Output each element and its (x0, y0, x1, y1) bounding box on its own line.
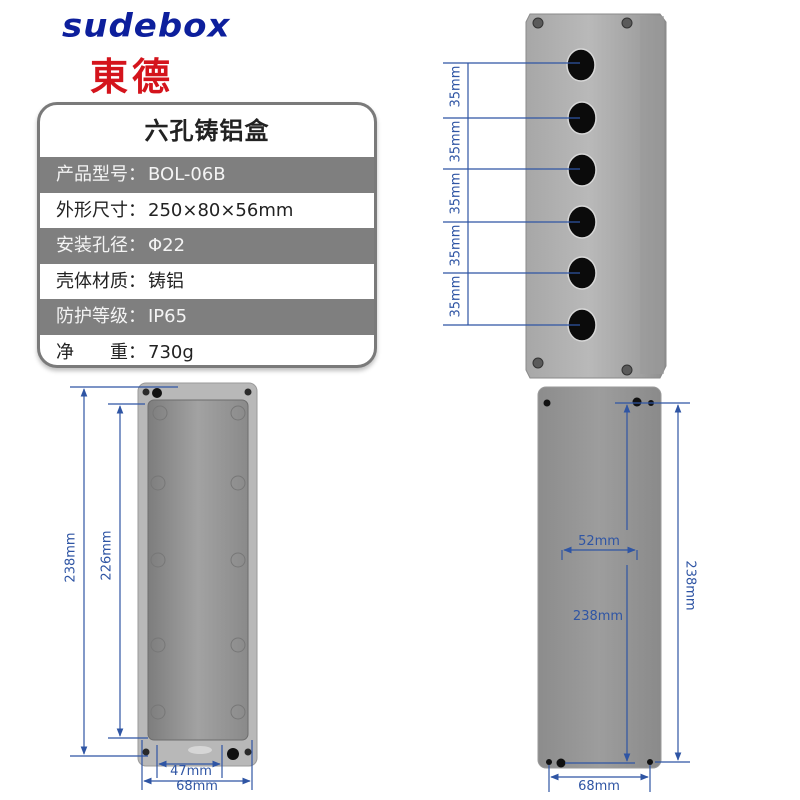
spec-row-material: 壳体材质：铸铝 (40, 264, 374, 300)
hole-spacing-label-2: 35mm (448, 120, 464, 163)
back-outer-width-label: 68mm (578, 779, 620, 794)
spec-card: 六孔铸铝盒 产品型号：BOL-06B 外形尺寸：250×80×56mm 安装孔径… (37, 102, 377, 368)
brand-logo-english: sudebox (62, 7, 231, 45)
spec-row-weight: 净 重：730g (40, 335, 374, 366)
hole-spacing-label-3: 35mm (448, 172, 464, 215)
spec-value: 730g (148, 341, 194, 363)
hole-spacing-label-4: 35mm (448, 224, 464, 267)
interior-inner-height-label: 226mm (99, 530, 115, 581)
spec-label: 外形尺寸： (56, 199, 146, 221)
interior-inner-width-label: 47mm (170, 764, 212, 779)
spec-value: Φ22 (148, 235, 186, 256)
back-hole-width-label: 52mm (578, 534, 620, 549)
spec-value: IP65 (148, 306, 188, 327)
spec-row-model: 产品型号：BOL-06B (40, 157, 374, 193)
interior-outer-height-label: 238mm (63, 532, 79, 583)
hole-spacing-label-5: 35mm (448, 275, 464, 318)
spec-row-dimensions: 外形尺寸：250×80×56mm (40, 193, 374, 229)
spec-title: 六孔铸铝盒 (144, 117, 270, 145)
spec-value: 铸铝 (148, 270, 184, 292)
spec-row-hole-diameter: 安装孔径：Φ22 (40, 228, 374, 264)
interior-view-box (70, 382, 258, 790)
spec-label: 净 重： (56, 341, 146, 363)
spec-label: 产品型号： (56, 164, 146, 185)
spec-value: BOL-06B (148, 164, 226, 185)
spec-row-protection: 防护等级：IP65 (40, 299, 374, 335)
interior-outer-width-label: 68mm (176, 779, 218, 794)
back-outer-height-label: 238mm (682, 560, 698, 611)
spec-label: 安装孔径： (56, 235, 146, 256)
hole-spacing-label-1: 35mm (448, 65, 464, 108)
back-view-box (537, 386, 690, 792)
spec-label: 壳体材质： (56, 270, 146, 292)
spec-value: 250×80×56mm (148, 199, 294, 221)
back-hole-height-label: 238mm (572, 609, 624, 624)
brand-logo-chinese: 東德 (90, 54, 175, 99)
front-view-box (443, 13, 667, 379)
spec-label: 防护等级： (56, 306, 146, 327)
